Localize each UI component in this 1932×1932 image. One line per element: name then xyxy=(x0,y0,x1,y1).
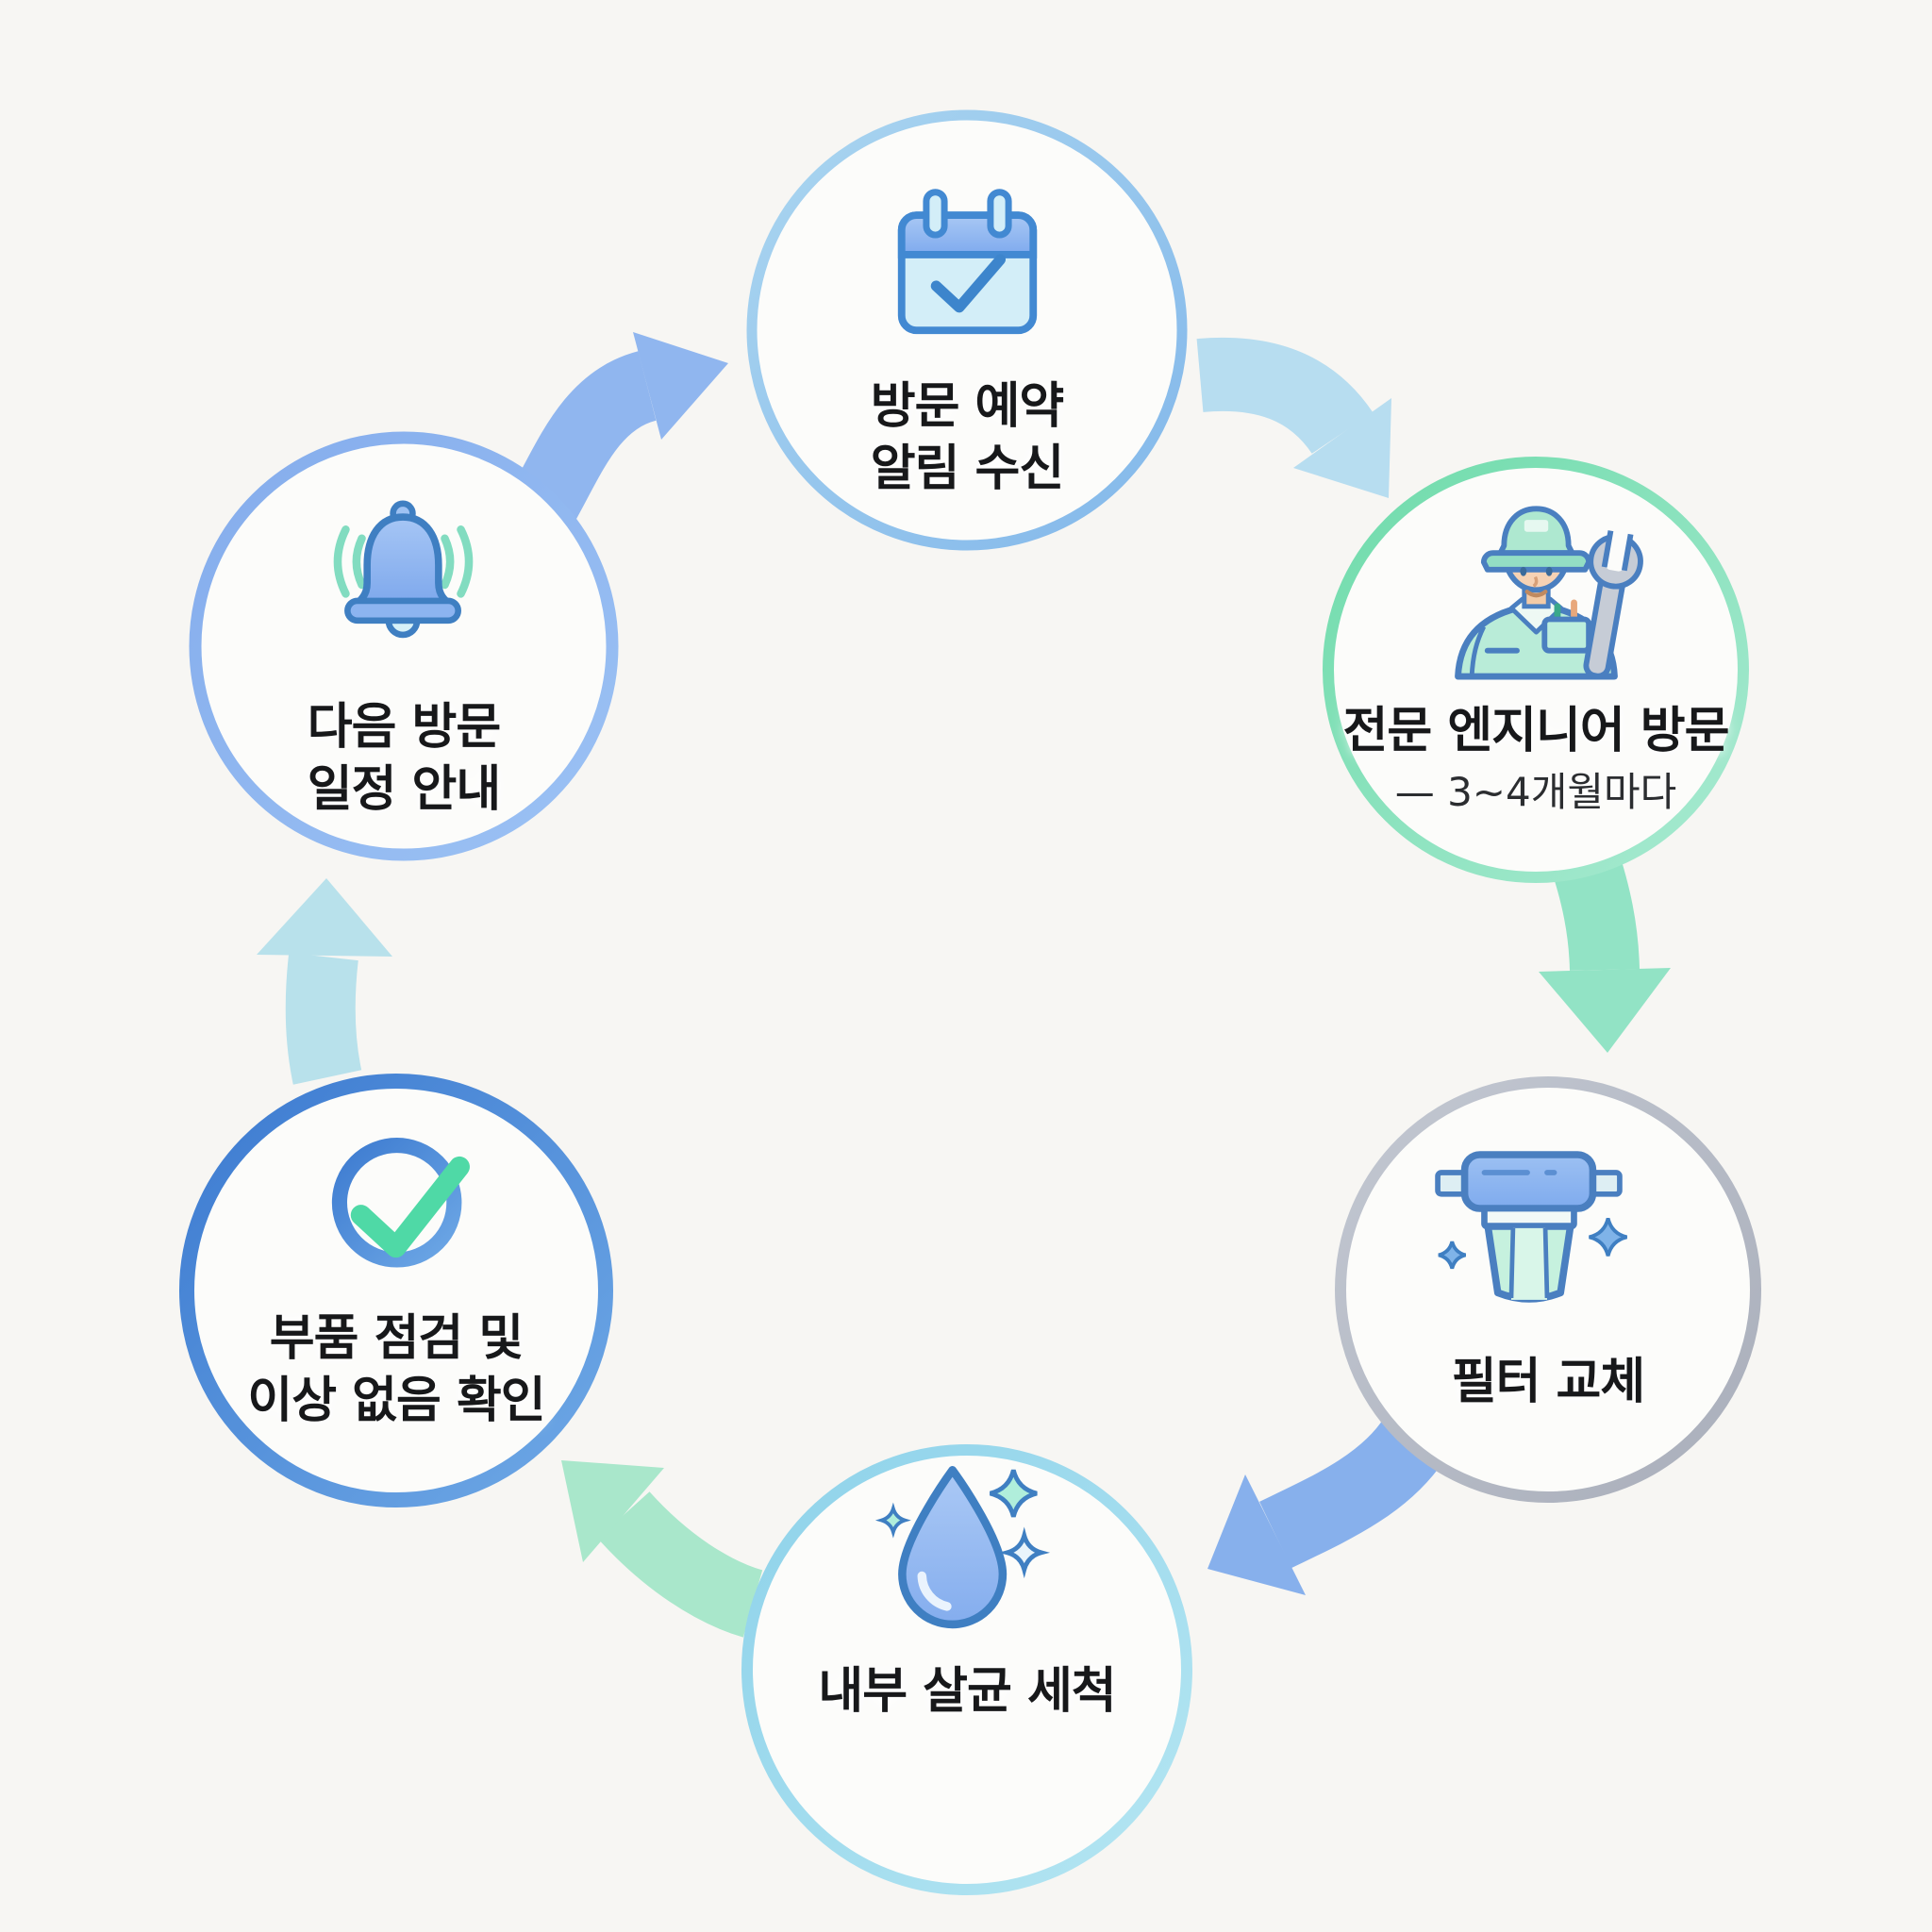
check-circle-icon xyxy=(331,1137,470,1268)
arrow-reservation-to-engineer xyxy=(1196,337,1391,498)
node-next-visit-label-line1: 다음 방문 xyxy=(307,699,501,756)
arrow-parts-check-to-next-visit xyxy=(257,878,392,1085)
node-filter-label-line1: 필터 교체 xyxy=(1451,1354,1645,1410)
water-filter-icon xyxy=(1435,1151,1628,1303)
node-engineer-label: 전문 엔지니어 방문 — 3~4개월마다 xyxy=(1206,700,1866,819)
service-engineer-icon xyxy=(1455,506,1643,680)
node-clean-label-line1: 내부 살균 세척 xyxy=(818,1663,1116,1720)
node-parts-check-circle xyxy=(179,1074,613,1507)
node-next-visit-circle xyxy=(189,431,619,861)
calendar-check-icon xyxy=(897,189,1038,335)
node-engineer-label-line1: 전문 엔지니어 방문 xyxy=(1342,703,1730,759)
node-clean-label: 내부 살균 세척 xyxy=(637,1660,1297,1723)
node-engineer-sublabel: — 3~4개월마다 xyxy=(1394,769,1677,815)
node-filter-label: 필터 교체 xyxy=(1218,1351,1878,1413)
ringing-bell-icon xyxy=(333,500,474,639)
water-drop-sparkle-icon xyxy=(874,1466,1051,1629)
node-clean-circle xyxy=(741,1444,1192,1895)
arrow-clean-to-parts-check xyxy=(561,1460,764,1638)
node-parts-check-label-line2: 이상 없음 확인 xyxy=(247,1373,545,1429)
node-parts-check-label: 부품 점검 및 이상 없음 확인 xyxy=(66,1307,726,1432)
node-reservation-label-line2: 알림 수신 xyxy=(870,441,1064,497)
node-reservation-label: 방문 예약 알림 수신 xyxy=(637,375,1297,500)
node-parts-check-label-line1: 부품 점검 및 xyxy=(269,1310,524,1367)
node-next-visit-label: 다음 방문 일정 안내 xyxy=(74,696,734,821)
arrow-filter-to-clean xyxy=(1208,1416,1446,1595)
node-next-visit-label-line2: 일정 안내 xyxy=(307,761,501,818)
node-reservation-label-line1: 방문 예약 xyxy=(870,378,1064,435)
